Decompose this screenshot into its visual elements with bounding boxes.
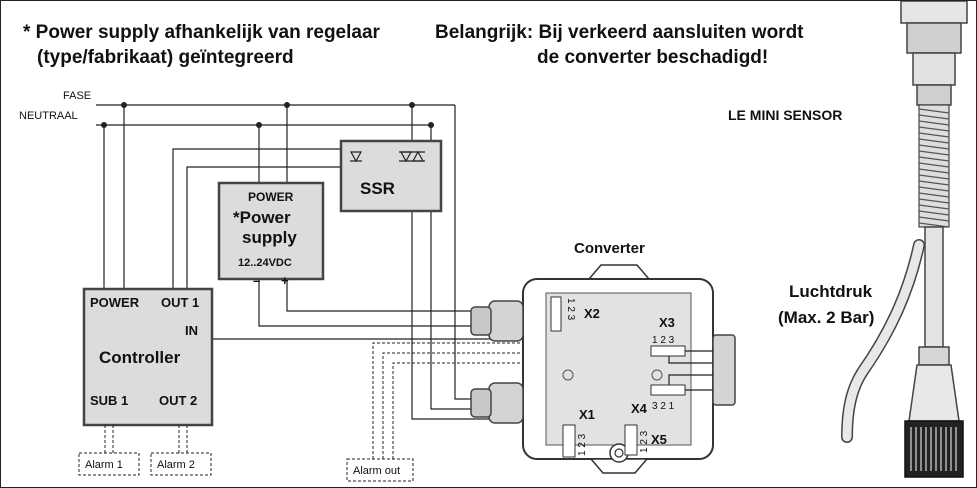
alarm2-box (150, 452, 212, 476)
x5-terminal (624, 424, 638, 456)
controller-in-label: IN (185, 323, 198, 338)
controller-box (82, 287, 214, 427)
controller-out1-label: OUT 1 (161, 295, 199, 310)
wire (668, 356, 713, 364)
x2-terminal (550, 296, 562, 332)
x1-terminal (562, 424, 576, 458)
wire (186, 166, 376, 289)
x1-pins: 1 2 3 (577, 433, 588, 456)
fase-label: FASE (63, 90, 91, 102)
x5-pins: 1 2 3 (639, 430, 650, 453)
x1-label: X1 (579, 407, 595, 422)
pressure-line2: (Max. 2 Bar) (778, 308, 874, 327)
power-supply-title-line2: supply (242, 228, 297, 247)
pressure-line1: Luchtdruk (789, 282, 873, 301)
alarm1-box (78, 452, 140, 476)
diode-icon (349, 151, 363, 163)
x4-label: X4 (631, 401, 648, 416)
power-supply-minus: – (253, 273, 260, 288)
controller-power-label: POWER (90, 295, 140, 310)
neutraal-label: NEUTRAAL (19, 110, 78, 122)
x2-label: X2 (584, 306, 600, 321)
converter-housing (470, 264, 736, 474)
sensor-name: LE MINI SENSOR (728, 107, 842, 123)
triac-icon (399, 150, 425, 163)
power-supply-title-line1: *Power (233, 208, 291, 227)
alarm2-label: Alarm 2 (157, 459, 195, 471)
x2-pins: 1 2 3 (565, 298, 576, 321)
wire (172, 148, 376, 289)
controller-out2-label: OUT 2 (159, 393, 197, 408)
x3-pins: 1 2 3 (652, 335, 675, 346)
x5-label: X5 (651, 432, 667, 447)
warning-line2: de converter beschadigd! (537, 47, 768, 68)
alarm-out-box (346, 458, 414, 482)
power-supply-voltage: 12..24VDC (238, 257, 292, 269)
controller-sub1-label: SUB 1 (90, 393, 128, 408)
x4-pins: 3 2 1 (652, 401, 675, 412)
x4-terminal (650, 384, 686, 396)
wire (668, 374, 713, 385)
power-supply-top-label: POWER (248, 190, 294, 204)
alarm-out-label: Alarm out (353, 465, 400, 477)
sensor-illustration (841, 1, 968, 478)
supply-note-line2: (type/fabrikaat) geïntegreerd (37, 47, 294, 68)
x3-terminal (650, 345, 686, 357)
warning-line1: Belangrijk: Bij verkeerd aansluiten word… (435, 22, 804, 43)
supply-note-line1: * Power supply afhankelijk van regelaar (23, 22, 381, 43)
ssr-label: SSR (360, 179, 395, 198)
converter-title: Converter (574, 240, 645, 257)
controller-title: Controller (99, 348, 181, 367)
alarm1-label: Alarm 1 (85, 459, 123, 471)
ssr-box (339, 139, 443, 213)
power-supply-plus: + (281, 273, 289, 288)
x3-label: X3 (659, 315, 675, 330)
power-supply-box (217, 181, 325, 281)
